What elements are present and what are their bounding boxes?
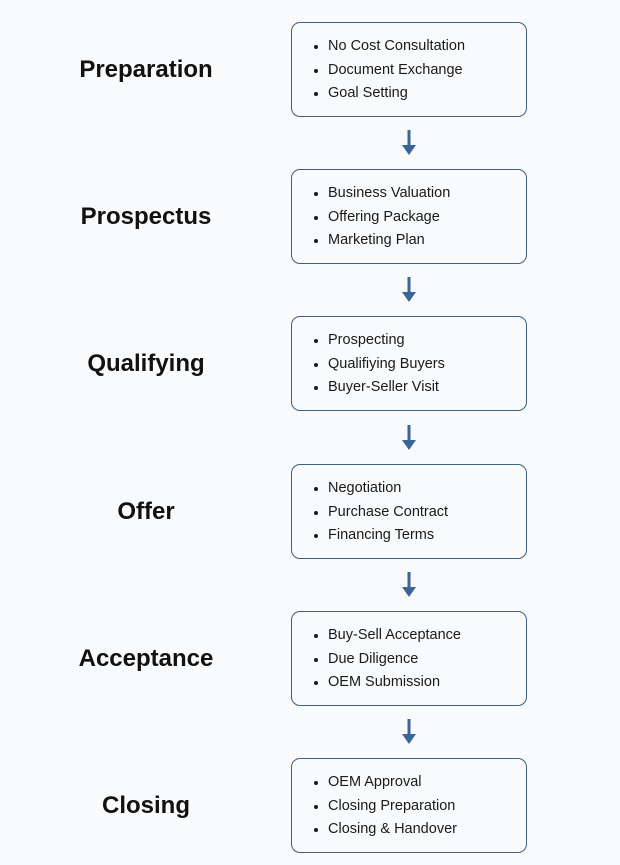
list-item: Buy-Sell Acceptance <box>314 624 461 648</box>
stage-prospectus: Prospectus Business Valuation Offering P… <box>0 169 620 264</box>
bullet-icon <box>314 634 318 638</box>
bullet-icon <box>314 534 318 539</box>
list-item: Due Diligence <box>314 648 461 672</box>
list-item-text: Offering Package <box>328 208 440 225</box>
stage-preparation: Preparation No Cost Consultation Documen… <box>0 22 620 117</box>
stage-item-list: Business Valuation Offering Package Mark… <box>314 182 450 253</box>
list-item: Financing Terms <box>314 524 448 548</box>
down-arrow-icon <box>402 425 416 451</box>
stage-box: Business Valuation Offering Package Mark… <box>291 169 527 264</box>
bullet-icon <box>314 386 318 391</box>
list-item: No Cost Consultation <box>314 35 465 59</box>
stage-offer: Offer Negotiation Purchase Contract Fina… <box>0 464 620 559</box>
list-item: Prospecting <box>314 329 445 353</box>
bullet-icon <box>314 657 318 662</box>
list-item: Closing & Handover <box>314 818 457 842</box>
down-arrow-icon <box>402 572 416 598</box>
stage-closing: Closing OEM Approval Closing Preparation… <box>0 758 620 853</box>
list-item: Qualifiying Buyers <box>314 353 445 377</box>
stage-qualifying: Qualifying Prospecting Qualifiying Buyer… <box>0 316 620 411</box>
list-item-text: Closing Preparation <box>328 797 456 814</box>
list-item-text: Negotiation <box>328 480 402 496</box>
list-item: OEM Approval <box>314 771 457 795</box>
bullet-icon <box>314 45 318 49</box>
stage-item-list: OEM Approval Closing Preparation Closing… <box>314 771 457 842</box>
stage-box: Negotiation Purchase Contract Financing … <box>291 464 527 559</box>
list-item: Document Exchange <box>314 59 465 83</box>
list-item-text: Purchase Contract <box>328 503 449 520</box>
list-item-text: Document Exchange <box>328 61 463 78</box>
bullet-icon <box>314 239 318 244</box>
list-item: Goal Setting <box>314 82 465 106</box>
bullet-icon <box>314 781 318 785</box>
stage-item-list: Buy-Sell Acceptance Due Diligence OEM Su… <box>314 624 461 695</box>
list-item-text: Closing & Handover <box>328 821 457 838</box>
stage-box: Buy-Sell Acceptance Due Diligence OEM Su… <box>291 611 527 706</box>
stage-item-list: Negotiation Purchase Contract Financing … <box>314 477 448 548</box>
bullet-icon <box>314 215 318 220</box>
stage-label: Acceptance <box>78 644 214 672</box>
list-item: OEM Submission <box>314 671 461 695</box>
list-item: Offering Package <box>314 206 450 230</box>
list-item-text: Qualifiying Buyers <box>328 355 445 372</box>
bullet-icon <box>314 339 318 343</box>
bullet-icon <box>314 828 318 833</box>
stage-item-list: No Cost Consultation Document Exchange G… <box>314 35 465 106</box>
stage-label: Closing <box>102 791 190 819</box>
stage-acceptance: Acceptance Buy-Sell Acceptance Due Dilig… <box>0 611 620 706</box>
bullet-icon <box>314 68 318 73</box>
list-item: Closing Preparation <box>314 795 457 819</box>
list-item-text: Buyer-Seller Visit <box>328 379 439 396</box>
list-item: Purchase Contract <box>314 501 448 525</box>
down-arrow-icon <box>402 130 416 156</box>
stage-label: Preparation <box>79 55 213 83</box>
bullet-icon <box>314 362 318 367</box>
list-item-text: Marketing Plan <box>328 232 425 249</box>
list-item: Business Valuation <box>314 182 450 206</box>
list-item: Negotiation <box>314 477 448 501</box>
down-arrow-icon <box>402 277 416 303</box>
list-item-text: Goal Setting <box>328 85 408 102</box>
bullet-icon <box>314 510 318 515</box>
down-arrow-icon <box>402 719 416 745</box>
list-item-text: Due Diligence <box>328 650 419 667</box>
list-item-text: No Cost Consultation <box>328 38 466 54</box>
list-item: Marketing Plan <box>314 229 450 253</box>
stage-label: Qualifying <box>87 349 205 377</box>
stage-label: Offer <box>117 497 175 525</box>
bullet-icon <box>314 192 318 196</box>
bullet-icon <box>314 681 318 686</box>
list-item-text: OEM Approval <box>328 774 422 790</box>
list-item-text: Financing Terms <box>328 527 435 544</box>
bullet-icon <box>314 804 318 809</box>
stage-box: No Cost Consultation Document Exchange G… <box>291 22 527 117</box>
stage-label: Prospectus <box>80 202 212 230</box>
bullet-icon <box>314 487 318 491</box>
list-item-text: Prospecting <box>328 332 405 348</box>
bullet-icon <box>314 92 318 97</box>
list-item-text: OEM Submission <box>328 674 441 691</box>
list-item: Buyer-Seller Visit <box>314 376 445 400</box>
list-item-text: Business Valuation <box>328 185 451 201</box>
stage-item-list: Prospecting Qualifiying Buyers Buyer-Sel… <box>314 329 445 400</box>
list-item-text: Buy-Sell Acceptance <box>328 627 461 643</box>
stage-box: Prospecting Qualifiying Buyers Buyer-Sel… <box>291 316 527 411</box>
stage-box: OEM Approval Closing Preparation Closing… <box>291 758 527 853</box>
